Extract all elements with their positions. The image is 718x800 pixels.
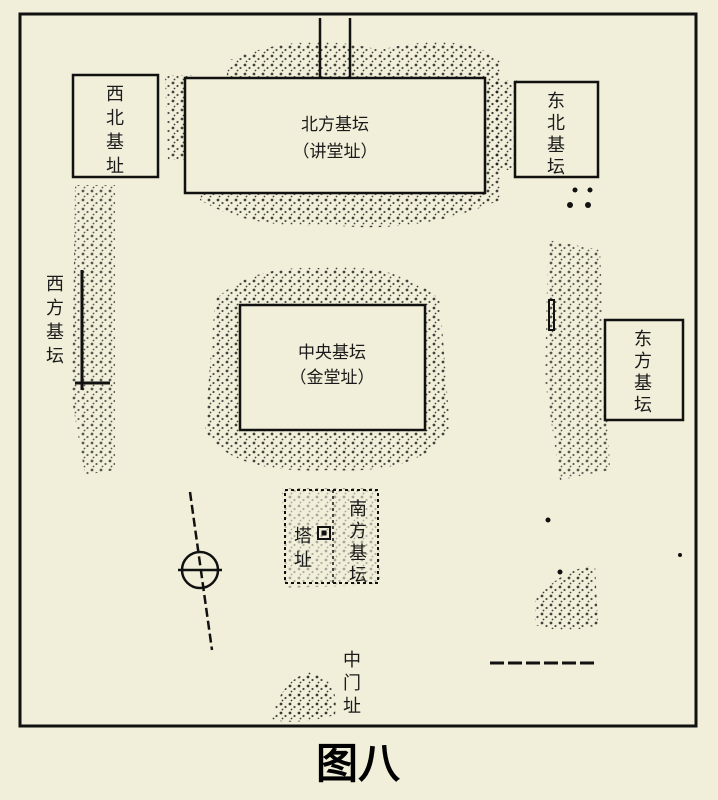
- pagoda-char-0: 塔: [294, 526, 312, 547]
- east-stipple: [545, 240, 610, 480]
- west-stipple: [72, 185, 115, 475]
- central-platform: [238, 303, 427, 432]
- northwest-char-0: 西: [106, 84, 124, 105]
- figure-caption: 图八: [316, 739, 401, 788]
- gate-char-1: 门: [343, 673, 361, 694]
- platforms: [71, 18, 685, 584]
- northeast-char-2: 基: [547, 135, 565, 156]
- northeast-char-3: 坛: [547, 157, 565, 178]
- central-label-1: 中央基坛: [298, 343, 366, 363]
- east-char-0: 东: [634, 329, 652, 350]
- compass-icon: [178, 491, 222, 651]
- south-char-0: 南: [349, 499, 367, 520]
- northwest-platform: [71, 73, 160, 179]
- south-char-3: 坛: [349, 565, 367, 586]
- west-char-1: 方: [46, 298, 64, 319]
- west-char-0: 西: [46, 274, 64, 295]
- northeast-char-1: 北: [547, 113, 565, 134]
- northwest-char-2: 基: [106, 132, 124, 153]
- south-platform: [284, 489, 379, 584]
- south-char-2: 基: [349, 543, 367, 564]
- north-label-2: （讲堂址）: [293, 142, 378, 162]
- gate-char-0: 中: [343, 650, 361, 671]
- west-char-2: 基: [46, 322, 64, 343]
- pagoda-centre-inner: [321, 530, 327, 536]
- east-char-1: 方: [634, 351, 652, 372]
- marker-dots: [545, 187, 682, 575]
- east-platform: [603, 318, 685, 422]
- east-char-2: 基: [634, 373, 652, 394]
- gate-char-2: 址: [343, 696, 361, 717]
- northeast-platform: [513, 80, 600, 179]
- north-platform: [183, 76, 487, 195]
- central-label-2: （金堂址）: [290, 368, 375, 388]
- east-char-3: 坛: [634, 395, 652, 416]
- pagoda-centre-outer: [317, 526, 331, 540]
- north-label-1: 北方基坛: [301, 115, 369, 135]
- pagoda-char-1: 址: [294, 550, 312, 571]
- south-char-1: 方: [349, 521, 367, 542]
- east-wall-bar: [548, 299, 555, 331]
- se-stipple: [535, 565, 598, 630]
- west-char-3: 坛: [46, 346, 64, 367]
- ne-stipple: [488, 80, 518, 170]
- northwest-char-1: 北: [106, 108, 124, 129]
- northeast-char-0: 东: [547, 91, 565, 112]
- gate-stipple: [272, 672, 336, 722]
- outer-frame: [18, 12, 698, 728]
- northwest-char-3: 址: [106, 156, 124, 177]
